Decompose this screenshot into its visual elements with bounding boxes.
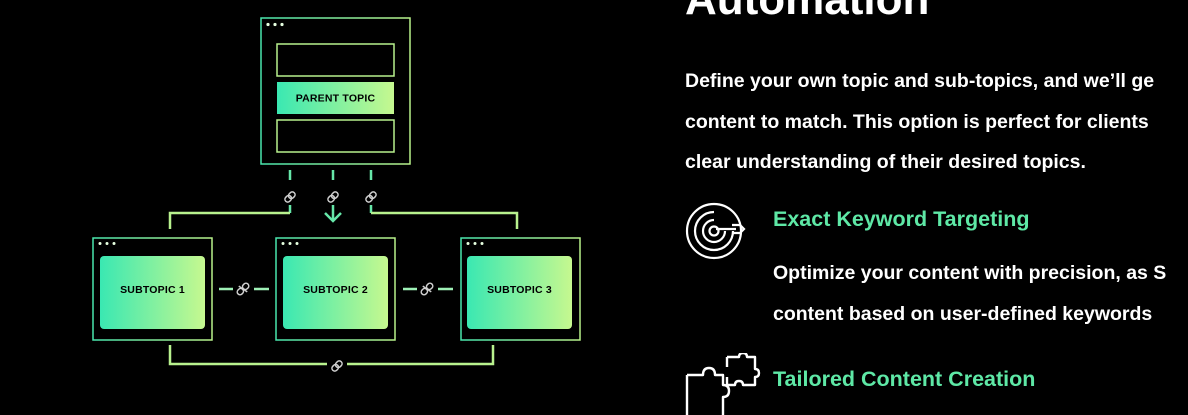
section-heading: Automation [685,0,929,22]
feature-title-content-creation: Tailored Content Creation [773,367,1036,391]
topic-diagram: PARENT TOPIC SUBTOPIC 1 [92,17,581,372]
feature-text-line: Optimize your content with precision, as… [773,262,1167,284]
parent-topic-label: PARENT TOPIC [296,93,376,105]
parent-connectors [168,170,519,229]
link-icons [284,191,377,372]
intro-line: Define your own topic and sub-topics, an… [685,70,1155,92]
intro-line: content to match. This option is perfect… [685,110,1149,133]
intro-paragraph: Define your own topic and sub-topics, an… [685,61,1188,183]
subtopic-window-2: SUBTOPIC 2 [275,237,396,341]
diagram-svg: PARENT TOPIC SUBTOPIC 1 [92,17,581,372]
link-icon [365,191,377,203]
feature-text-keyword-targeting: Optimize your content with precision, as… [773,253,1166,334]
link-icon [331,360,343,372]
broken-link-icon [236,282,250,296]
feature-text-line: content based on user-defined keywords [773,302,1153,325]
subtopic-window-3: SUBTOPIC 3 [460,237,581,341]
subtopic-1-label: SUBTOPIC 1 [120,284,185,296]
subtopic-3-label: SUBTOPIC 3 [487,284,552,296]
subtopic-window-1: SUBTOPIC 1 [92,237,213,341]
subtopic-2-label: SUBTOPIC 2 [303,284,368,296]
feature-title-keyword-targeting: Exact Keyword Targeting [773,207,1030,231]
parent-window: PARENT TOPIC [260,17,411,165]
bottom-connector [168,345,495,366]
broken-link-icon [420,282,434,296]
intro-line: clear understanding of their desired top… [685,151,1086,173]
puzzle-icon [685,353,761,415]
target-icon [685,202,746,260]
parent-topic-box [277,82,394,114]
